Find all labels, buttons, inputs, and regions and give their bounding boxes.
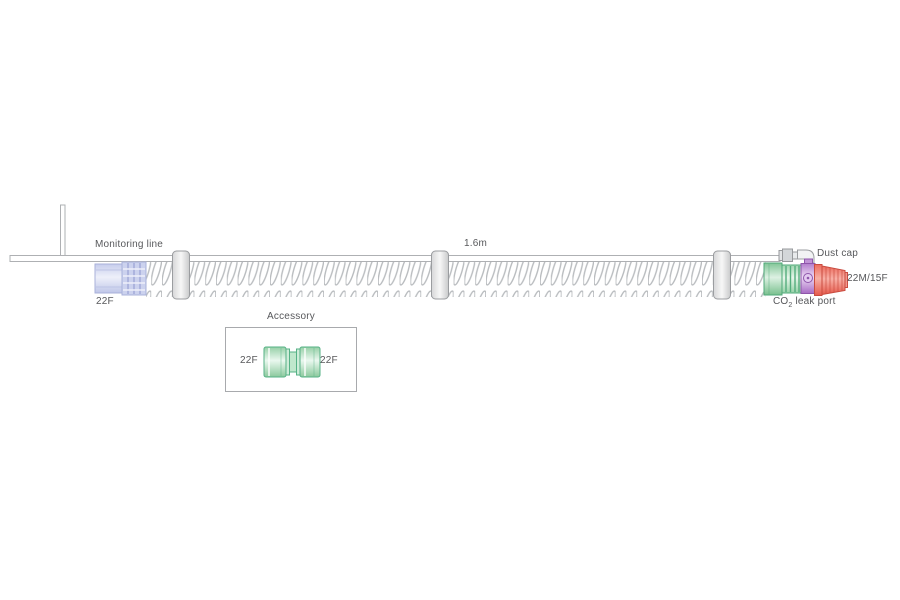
co2-leak-port-connector: [800, 258, 816, 294]
monitoring-line-label: Monitoring line: [95, 239, 164, 250]
tube-clip-middle: [431, 250, 449, 300]
dust-cap: [778, 248, 798, 262]
left-22f-connector: [94, 261, 147, 296]
red-22m15f-connector: [814, 264, 848, 296]
co2-label-suffix: leak port: [792, 296, 836, 307]
accessory-title-label: Accessory: [267, 311, 315, 322]
dust-cap-label: Dust cap: [817, 248, 859, 259]
co2-label-prefix: CO: [773, 296, 789, 307]
monitoring-line-tube: [9, 204, 781, 262]
corrugated-tube: [146, 262, 766, 297]
right-connector-size-label: 22M/15F: [847, 273, 888, 284]
accessory-left-size-label: 22F: [240, 355, 258, 366]
left-connector-size-label: 22F: [96, 296, 114, 307]
accessory-adapter: [263, 346, 321, 378]
co2-leak-port-label: CO2 leak port: [773, 296, 836, 309]
tube-length-label: 1.6m: [464, 238, 488, 249]
tube-clip-left: [172, 250, 190, 300]
co2-label-subscript: 2: [788, 302, 793, 309]
green-connector: [763, 262, 802, 296]
tube-clip-right: [713, 250, 731, 300]
accessory-right-size-label: 22F: [320, 355, 338, 366]
